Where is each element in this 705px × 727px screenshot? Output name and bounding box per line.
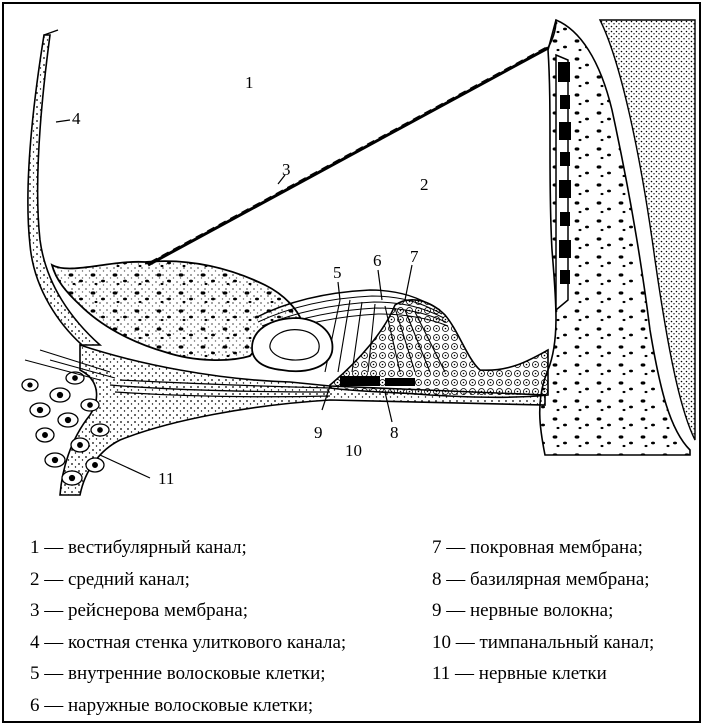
label-4: 4 bbox=[72, 109, 81, 128]
legend-item-4: 4 — костная стенка улиткового канала; bbox=[30, 627, 346, 659]
legend-item-3: 3 — рейснерова мембрана; bbox=[30, 595, 346, 627]
inner-sulcus bbox=[252, 318, 332, 371]
legend-item-2: 2 — средний канал; bbox=[30, 564, 346, 596]
legend-right-column: 7 — покровная мембрана; 8 — базилярная м… bbox=[432, 532, 654, 690]
label-8: 8 bbox=[390, 423, 399, 442]
label-5: 5 bbox=[333, 263, 342, 282]
label-7: 7 bbox=[410, 247, 419, 266]
label-6: 6 bbox=[373, 251, 382, 270]
label-11: 11 bbox=[158, 469, 174, 488]
legend-left-column: 1 — вестибулярный канал; 2 — средний кан… bbox=[30, 532, 346, 721]
legend-item-8: 8 — базилярная мембрана; bbox=[432, 564, 654, 596]
label-3: 3 bbox=[282, 160, 291, 179]
legend-item-11: 11 — нервные клетки bbox=[432, 658, 654, 690]
label-2: 2 bbox=[420, 175, 429, 194]
label-1: 1 bbox=[245, 73, 254, 92]
legend-item-6: 6 — наружные волосковые клетки; bbox=[30, 690, 346, 722]
legend-item-5: 5 — внутренние волосковые клетки; bbox=[30, 658, 346, 690]
legend-item-7: 7 — покровная мембрана; bbox=[432, 532, 654, 564]
reissner-membrane bbox=[148, 20, 556, 265]
legend-item-1: 1 — вестибулярный канал; bbox=[30, 532, 346, 564]
legend-item-9: 9 — нервные волокна; bbox=[432, 595, 654, 627]
label-10: 10 bbox=[345, 441, 362, 460]
stria-vascularis bbox=[556, 55, 571, 310]
legend-item-10: 10 — тимпанальный канал; bbox=[432, 627, 654, 659]
label-9: 9 bbox=[314, 423, 323, 442]
